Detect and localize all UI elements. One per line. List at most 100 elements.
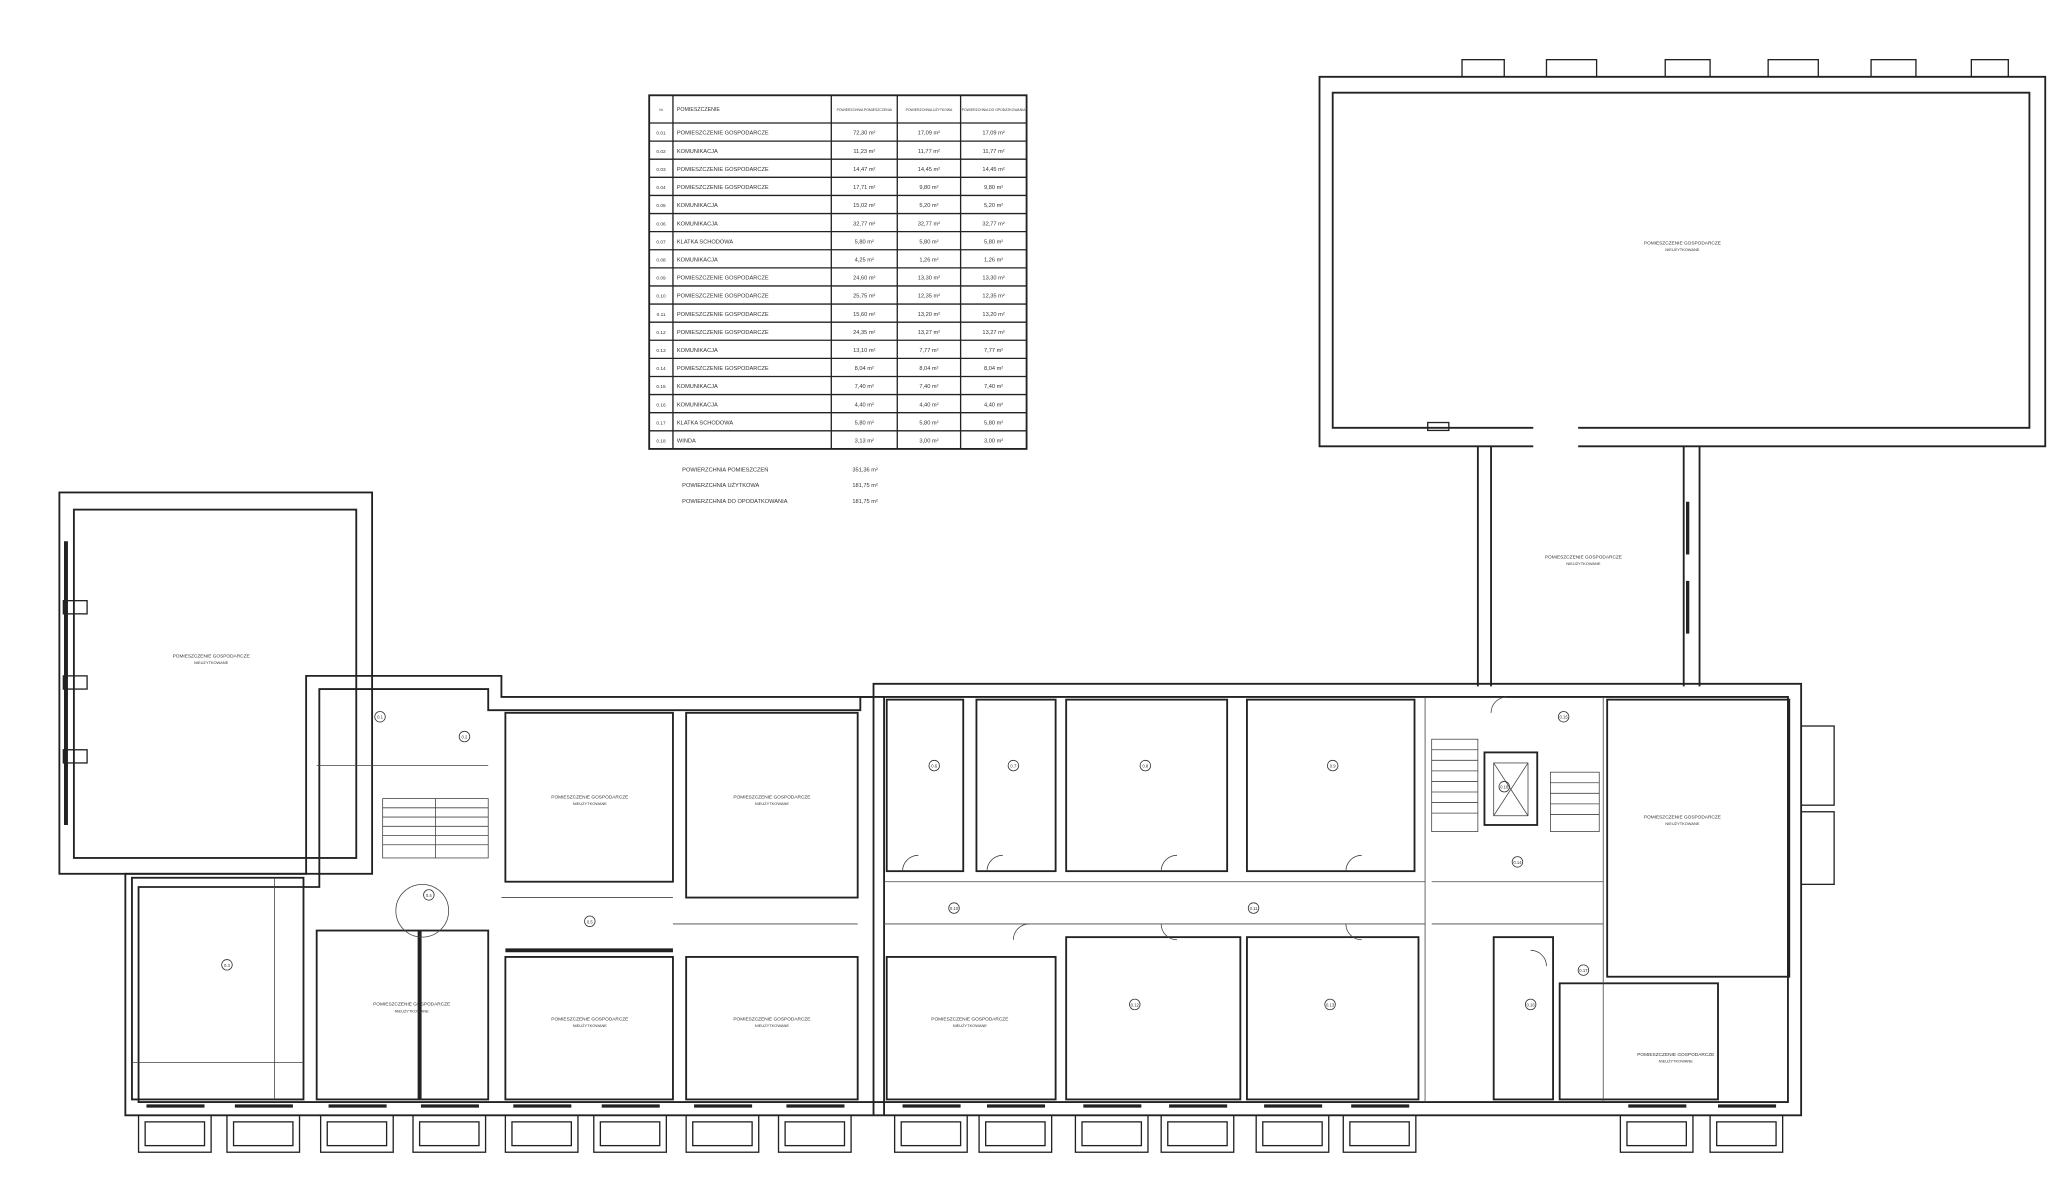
table-cell: 0.14 <box>656 366 666 372</box>
room-name-cell: KOMUNIKACJA <box>677 384 718 390</box>
window <box>978 1114 1053 1153</box>
table-cell: 12,35 m² <box>918 294 940 300</box>
table-header: POWIERZCHNIA POMIESZCZENIA <box>837 108 893 112</box>
table-cell: 13,10 m² <box>853 348 875 354</box>
room-sublabel: NIEUŻYTKOWANE <box>194 660 229 665</box>
table-cell: 13,20 m² <box>918 312 940 318</box>
room-tag: 0.15 <box>1557 711 1570 723</box>
room-labels: POMIESZCZENIE GOSPODARCZENIEUŻYTKOWANEPO… <box>173 240 1721 1063</box>
room-label: POMIESZCZENIE GOSPODARCZE <box>733 795 810 801</box>
annex-building <box>1318 58 2047 687</box>
table-cell: 17,71 m² <box>853 185 875 191</box>
room-sublabel: NIEUŻYTKOWANE <box>395 1008 430 1013</box>
table-cell: 9,80 m² <box>919 185 938 191</box>
table-cell: 8,04 m² <box>984 366 1003 372</box>
room-name-cell: POMIESZCZENIE GOSPODARCZE <box>677 312 769 318</box>
room-name-cell: WINDA <box>677 439 696 445</box>
room-number: 0.3 <box>224 963 231 968</box>
table-cell: 0.12 <box>656 330 666 336</box>
room-tag: 0.10 <box>948 902 960 914</box>
room-name-cell: POMIESZCZENIE GOSPODARCZE <box>677 185 769 191</box>
summary-value: 351,36 m² <box>852 467 878 473</box>
table-cell: 4,25 m² <box>855 258 874 264</box>
table-cell: 24,60 m² <box>853 276 875 282</box>
table-cell: 0.04 <box>656 185 666 191</box>
window <box>412 1114 487 1153</box>
room-name-cell: POMIESZCZENIE GOSPODARCZE <box>677 294 769 300</box>
summary-value: 181,75 m² <box>852 483 878 489</box>
table-cell: 25,75 m² <box>853 294 875 300</box>
room-number: 0.15 <box>1560 715 1569 720</box>
room-tag: 0.16 <box>1524 998 1537 1011</box>
room-name-cell: KOMUNIKACJA <box>677 149 718 155</box>
window <box>137 1114 212 1153</box>
room-name-cell: POMIESZCZENIE GOSPODARCZE <box>677 131 769 137</box>
window <box>1709 1114 1784 1153</box>
table-cell: 13,30 m² <box>982 276 1004 282</box>
table-cell: 5,80 m² <box>984 420 1003 426</box>
room-tag: 0.4 <box>423 889 435 901</box>
table-cell: 5,20 m² <box>984 203 1003 209</box>
table-cell: 15,02 m² <box>853 203 875 209</box>
table-cell: 8,04 m² <box>855 366 874 372</box>
table-cell: 17,09 m² <box>982 131 1004 137</box>
room-label: POMIESZCZENIE GOSPODARCZE <box>551 795 628 801</box>
room-name-cell: POMIESZCZENIE GOSPODARCZE <box>677 330 769 336</box>
doors <box>395 696 1547 967</box>
room-name-cell: KOMUNIKACJA <box>677 203 718 209</box>
summary-label: POWIERZCHNIA POMIESZCZEŃ <box>682 466 768 473</box>
table-cell: 3,00 m² <box>919 439 938 445</box>
room-tag: 0.6 <box>928 759 940 772</box>
table-cell: 0.06 <box>656 221 666 227</box>
room-tag: 0.5 <box>584 915 596 927</box>
room-number: 0.18 <box>1500 785 1509 790</box>
room-tag: 0.7 <box>1007 759 1020 772</box>
room-tag: 0.13 <box>1324 998 1336 1011</box>
table-cell: 0.16 <box>656 402 666 408</box>
table-cell: 14,47 m² <box>853 167 875 173</box>
table-cell: 7,40 m² <box>855 384 874 390</box>
table-header: POWIERZCHNIA UŻYTKOWA <box>906 107 953 112</box>
room-tag: 0.11 <box>1247 902 1260 914</box>
main-building <box>124 674 1835 1153</box>
table-cell: 3,00 m² <box>984 439 1003 445</box>
window <box>1255 1114 1330 1153</box>
room-number: 0.11 <box>1250 906 1259 911</box>
room-sublabel: NIEUŻYTKOWANE <box>953 1023 988 1028</box>
summary-value: 181,75 m² <box>852 499 878 505</box>
window <box>1619 1114 1694 1153</box>
table-cell: 8,04 m² <box>919 366 938 372</box>
window <box>319 1114 394 1153</box>
table-row: 0.04 POMIESZCZENIE GOSPODARCZE 17,71 m² 9,8… <box>656 185 1003 191</box>
table-cell: 32,77 m² <box>982 221 1004 227</box>
room-sublabel: NIEUŻYTKOWANE <box>1665 247 1700 252</box>
room-label: POMIESZCZENIE GOSPODARCZE <box>1644 814 1721 820</box>
room-name-cell: POMIESZCZENIE GOSPODARCZE <box>677 276 769 282</box>
room-label: POMIESZCZENIE GOSPODARCZE <box>1644 240 1721 246</box>
room-number: 0.17 <box>1579 968 1588 973</box>
room-tag: 0.1 <box>374 711 386 723</box>
table-cell: 0.11 <box>657 312 666 318</box>
room-number: 0.14 <box>1513 860 1522 865</box>
table-cell: 9,80 m² <box>984 185 1003 191</box>
table-cell: 32,77 m² <box>853 221 875 227</box>
window <box>685 1114 760 1153</box>
room-number: 0.6 <box>931 764 938 769</box>
table-cell: 7,77 m² <box>919 348 938 354</box>
room-tag: 0.9 <box>1327 759 1339 772</box>
table-cell: 0.18 <box>656 439 666 445</box>
window <box>1074 1114 1149 1153</box>
room-name-cell: KOMUNIKACJA <box>677 221 718 227</box>
room-name-cell: KLATKA SCHODOWA <box>677 420 733 426</box>
room-sublabel: NIEUŻYTKOWANE <box>1665 821 1700 826</box>
room-number: 0.2 <box>462 735 469 740</box>
room-number: 0.1 <box>377 715 384 720</box>
room-number: 0.16 <box>1527 1002 1536 1007</box>
table-cell: 13,20 m² <box>982 312 1004 318</box>
table-cell: 14,45 m² <box>918 167 940 173</box>
room-sublabel: NIEUŻYTKOWANE <box>573 801 608 806</box>
